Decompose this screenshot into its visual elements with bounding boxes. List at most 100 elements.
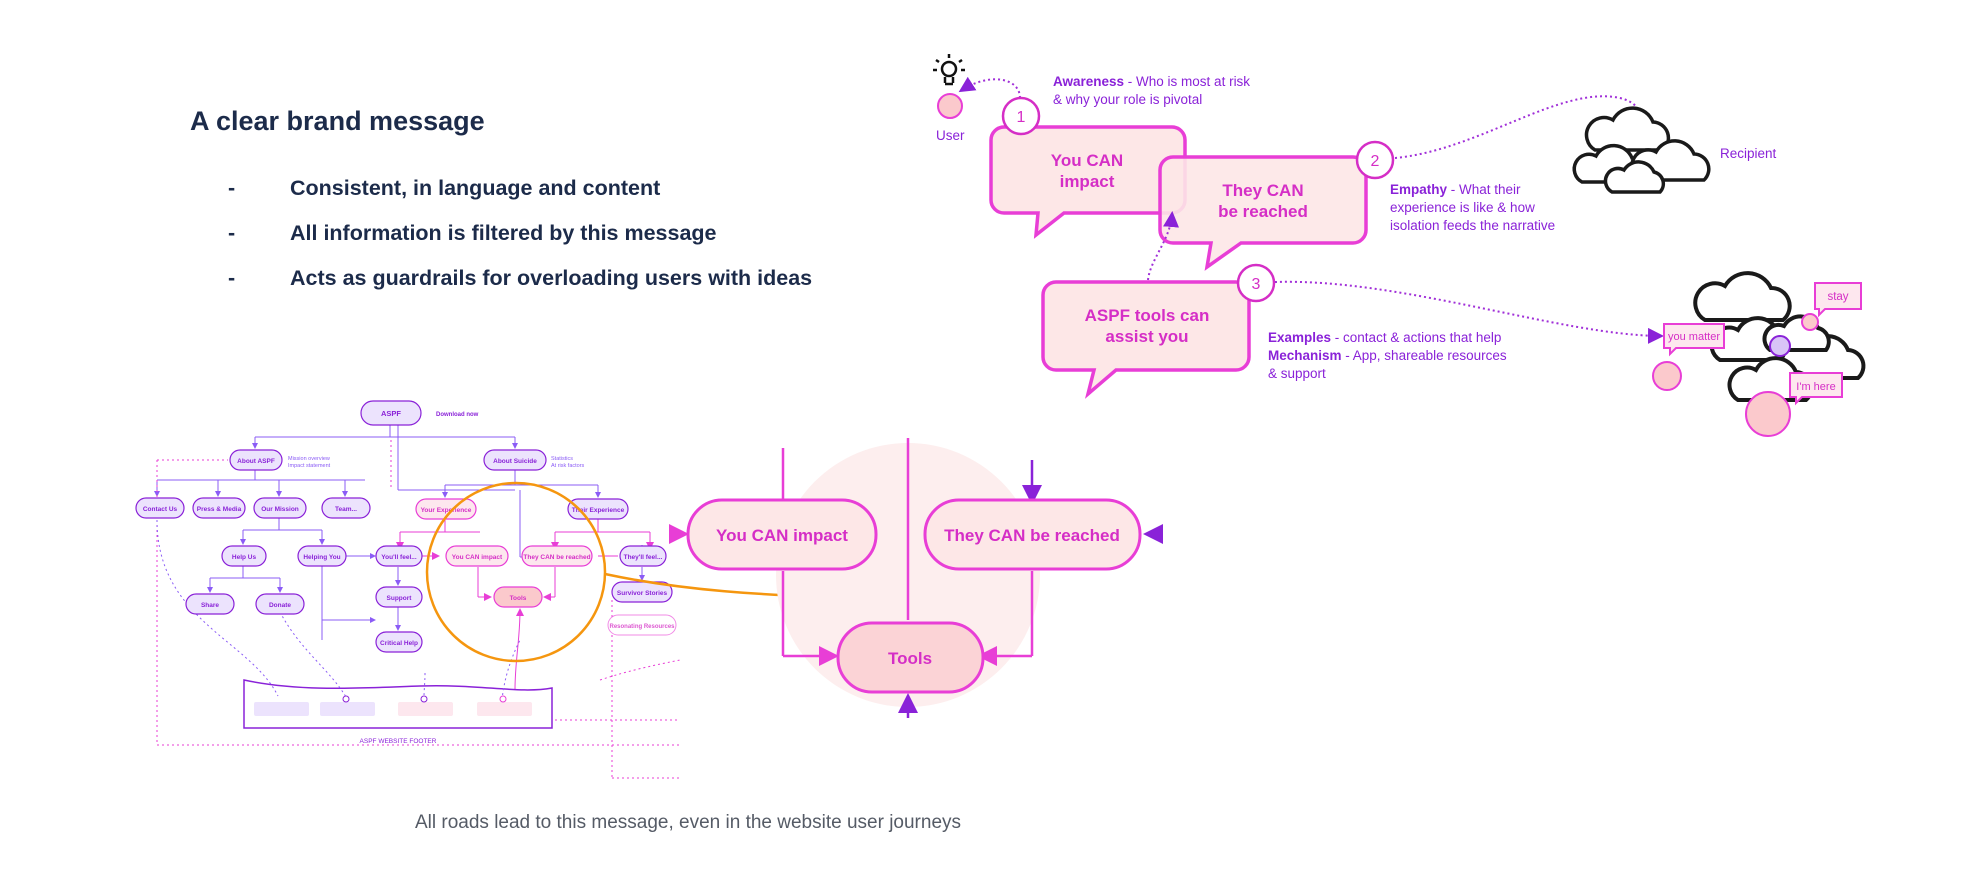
bullet-item: -All information is filtered by this mes… (228, 221, 812, 266)
awareness-text-line: & why your role is pivotal (1053, 92, 1202, 107)
sitemap-node: Support (375, 586, 423, 608)
bubble-text: They CAN (1222, 181, 1303, 200)
sitemap-node: Team... (321, 497, 371, 519)
svg-text:Our Mission: Our Mission (261, 506, 299, 513)
user-label: User (936, 128, 965, 143)
bullet-marker: - (228, 176, 236, 200)
step-number: 2 (1371, 153, 1380, 170)
svg-text:Helping You: Helping You (303, 554, 340, 561)
sitemap-node: Donate (255, 593, 305, 615)
svg-text:Tools: Tools (510, 595, 527, 602)
empathy-text: Empathy - What their (1390, 182, 1521, 197)
svg-text:About Suicide: About Suicide (493, 458, 537, 465)
dot-marker (1769, 335, 1791, 357)
step-number: 1 (1017, 109, 1026, 126)
svg-text:Survivor Stories: Survivor Stories (617, 590, 668, 597)
sitemap-node: They CAN be reached (521, 545, 593, 567)
footer-node (499, 695, 507, 703)
svg-text:Tools: Tools (888, 649, 932, 668)
sitemap-node: Your Experience (415, 498, 477, 520)
svg-text:You CAN impact: You CAN impact (716, 526, 848, 545)
footer-node (342, 695, 350, 703)
bubble-text: You CAN (1051, 151, 1123, 170)
zoom-node-they-can-be-reached: They CAN be reached (923, 498, 1142, 571)
message-diagram: User Awareness - Who is most at risk & w… (933, 54, 1866, 437)
svg-text:You CAN impact: You CAN impact (452, 554, 503, 561)
sitemap-node-root: ASPF (360, 400, 422, 426)
step-badge (1236, 263, 1276, 303)
sitemap-node: Share (185, 593, 235, 615)
svg-text:They CAN be reached: They CAN be reached (944, 526, 1120, 545)
svg-text:Critical Help: Critical Help (380, 640, 418, 647)
svg-text:Team...: Team... (335, 506, 357, 513)
sitemap-note: Impact statement (288, 463, 331, 469)
chat-bubble-stay: stay (1814, 282, 1862, 318)
slide-caption: All roads lead to this message, even in … (415, 812, 962, 833)
zoom-connectors (669, 438, 1034, 666)
lightbulb-icon (933, 54, 965, 86)
svg-text:Help Us: Help Us (232, 554, 257, 561)
bubble-text: assist you (1105, 327, 1188, 346)
svg-text:Resonating Resources: Resonating Resources (609, 624, 675, 630)
svg-text:Their Experience: Their Experience (572, 507, 625, 514)
footer-node (420, 695, 428, 703)
sitemap-node: Critical Help (375, 631, 423, 653)
zoom-node-you-can-impact: You CAN impact (686, 498, 878, 571)
bullet-item: -Consistent, in language and content (228, 176, 812, 221)
sitemap-node: Resonating Resources (607, 614, 677, 636)
awareness-text: Awareness - Who is most at risk (1053, 74, 1250, 89)
sitemap-node: Press & Media (192, 497, 246, 519)
svg-text:ASPF: ASPF (381, 409, 401, 418)
recipient-cloud-icon (1572, 106, 1711, 194)
sitemap-node: They'll feel... (619, 545, 667, 567)
sitemap-note: Mission overview (288, 456, 330, 462)
bullet-item: -Acts as guardrails for overloading user… (228, 266, 812, 311)
zoom-highlight-circle (425, 481, 607, 663)
sitemap-node: Our Mission (253, 497, 307, 519)
svg-text:Share: Share (201, 602, 219, 609)
chat-text: you matter (1668, 331, 1720, 343)
sitemap-connectors (154, 425, 645, 640)
user-avatar (937, 93, 963, 119)
step-number: 3 (1252, 276, 1261, 293)
sitemap-node: About ASPF (229, 449, 283, 471)
sitemap-note: At risk factors (551, 463, 585, 469)
sitemap-node: Help Us (221, 545, 267, 567)
bullet-text: All information is filtered by this mess… (290, 221, 717, 245)
recipient-label: Recipient (1720, 146, 1777, 161)
svg-text:Support: Support (387, 595, 413, 602)
mechanism-text: Mechanism - App, shareable resources (1268, 348, 1507, 363)
person-dot (1801, 313, 1819, 331)
sitemap-node: You CAN impact (445, 545, 509, 567)
bubble-text: ASPF tools can (1085, 306, 1210, 325)
footer-placeholder (254, 702, 309, 716)
sitemap-download: Download now (436, 412, 479, 418)
chat-text: stay (1827, 291, 1848, 303)
empathy-text-line: isolation feeds the narrative (1390, 218, 1555, 233)
svg-text:Donate: Donate (269, 602, 291, 609)
footer-label: ASPF WEBSITE FOOTER (360, 738, 437, 745)
svg-text:They CAN be reached: They CAN be reached (523, 554, 590, 561)
svg-text:Contact Us: Contact Us (143, 506, 178, 513)
sitemap-node: Contact Us (135, 497, 185, 519)
zoom-node-tools: Tools (836, 621, 985, 694)
bubble-text: impact (1060, 172, 1115, 191)
step-badge (1355, 140, 1395, 180)
sitemap-node: About Suicide (483, 449, 547, 471)
footer-links (156, 519, 521, 701)
bullet-marker: - (228, 266, 236, 290)
bullet-list: -Consistent, in language and content -Al… (228, 176, 812, 311)
svg-text:You'll feel...: You'll feel... (381, 554, 417, 561)
person-dot (1745, 391, 1791, 437)
zoomed-detail: You CAN impact They CAN be reached Tools (669, 438, 1163, 718)
sitemap-diagram: ASPF WEBSITE FOOTER ASPF Download now Ab… (135, 400, 877, 779)
examples-text: Examples - contact & actions that help (1268, 330, 1501, 345)
svg-text:They'll feel...: They'll feel... (624, 554, 663, 561)
footer-placeholder (320, 702, 375, 716)
dotted-connector (958, 76, 1021, 99)
empathy-text-line: experience is like & how (1390, 200, 1535, 215)
dotted-connector (1147, 211, 1180, 281)
person-dot (1652, 361, 1682, 391)
chat-bubble-you-matter: you matter (1663, 323, 1725, 357)
